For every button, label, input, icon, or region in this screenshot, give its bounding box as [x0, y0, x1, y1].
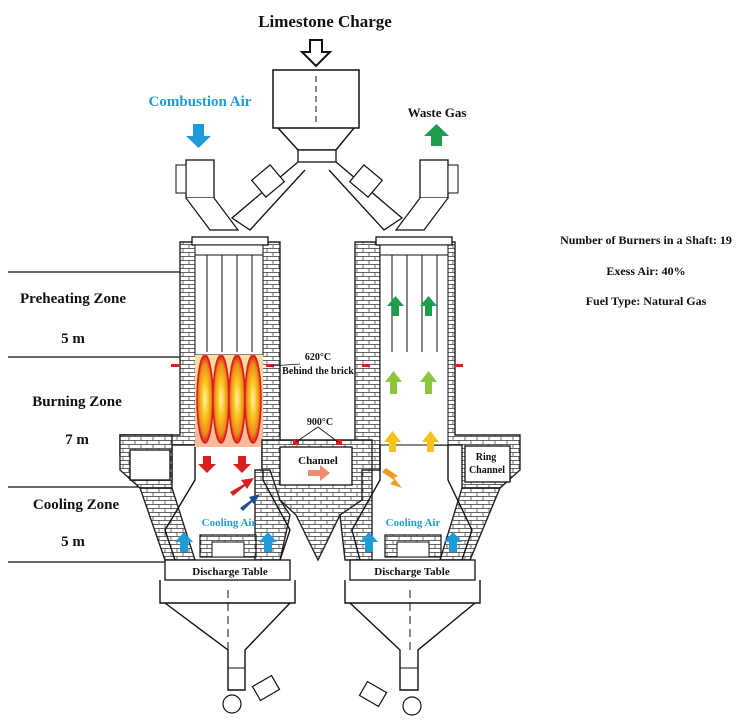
waste-gas-arrow — [424, 124, 449, 146]
zone-preheating-name: Preheating Zone — [20, 291, 126, 307]
left-shaft — [120, 237, 295, 713]
combustion-air-arrow — [186, 124, 211, 148]
label-behind-brick: Behind the brick — [282, 366, 354, 377]
label-combustion-air: Combustion Air — [149, 94, 252, 110]
label-ring-channel-1: Ring — [476, 452, 497, 463]
limestone-charge-arrow — [302, 40, 330, 66]
red-down-arrows — [198, 456, 251, 473]
zone-preheating-height: 5 m — [61, 331, 85, 347]
label-discharge-table-left: Discharge Table — [192, 566, 268, 578]
info-fuel: Fuel Type: Natural Gas — [586, 294, 707, 308]
label-temp-900: 900°C — [307, 417, 333, 428]
inlet-pipes — [176, 160, 458, 230]
label-discharge-table-right: Discharge Table — [374, 566, 450, 578]
label-channel: Channel — [298, 455, 338, 467]
label-waste-gas: Waste Gas — [408, 105, 467, 120]
label-temp-620: 620°C — [305, 352, 331, 363]
label-ring-channel-2: Channel — [469, 465, 505, 476]
info-burners: Number of Burners in a Shaft: 19 — [560, 233, 732, 247]
zone-cooling-height: 5 m — [61, 534, 85, 550]
title-limestone-charge: Limestone Charge — [258, 12, 392, 31]
label-cooling-air-right: Cooling Air — [386, 517, 441, 529]
zone-burning-height: 7 m — [65, 432, 89, 448]
feed-hopper — [232, 70, 402, 230]
red-diagonal-arrow — [230, 478, 254, 496]
info-excess-air: Exess Air: 40% — [606, 264, 685, 278]
orange-arrow — [382, 468, 402, 488]
zone-cooling-name: Cooling Zone — [33, 497, 120, 513]
label-cooling-air-left: Cooling Air — [202, 517, 257, 529]
zone-burning-name: Burning Zone — [32, 394, 122, 410]
